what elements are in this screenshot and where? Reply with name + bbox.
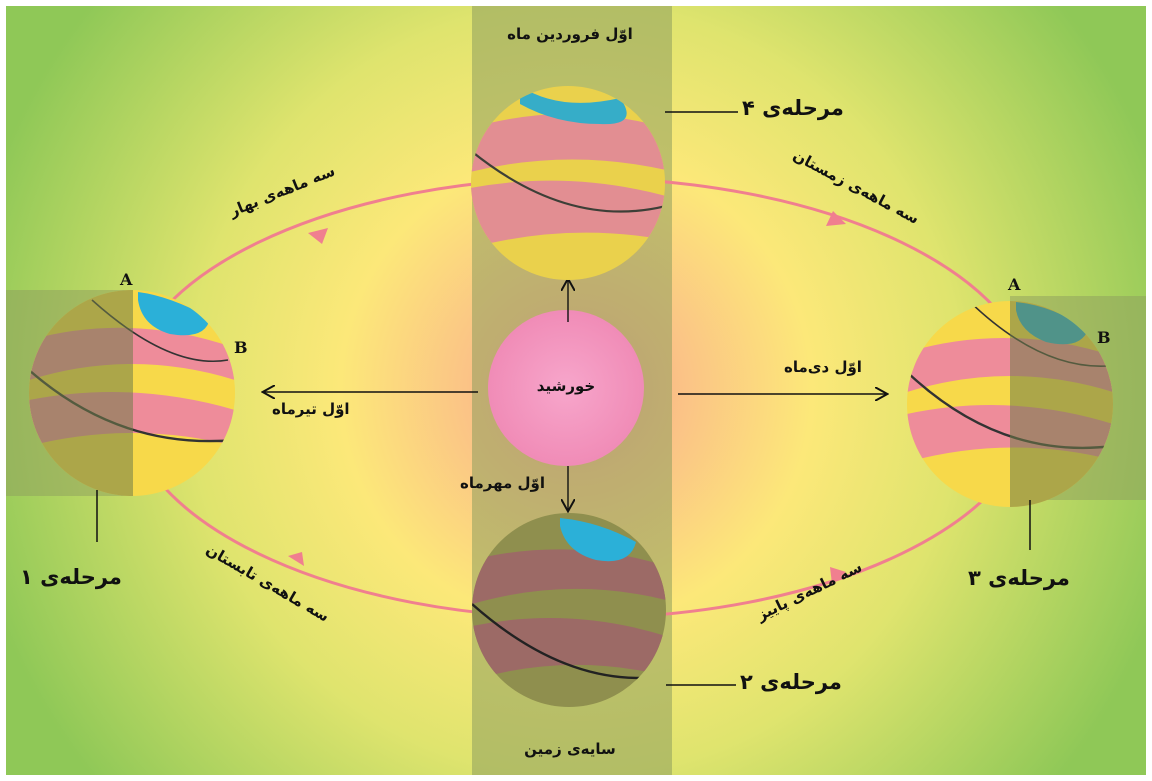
label-farvardin: اوّل فروردین ماه — [470, 25, 670, 43]
label-mehr: اوّل مهرماه — [460, 474, 545, 492]
label-earth-shadow: سایه‌ی زمین — [470, 740, 670, 758]
point-a-right: A — [1008, 275, 1020, 294]
label-sun: خورشید — [526, 377, 606, 395]
earth-globe-stage1 — [29, 290, 235, 496]
point-b-left: B — [234, 338, 248, 357]
label-stage3: مرحله‌ی ۳ — [968, 566, 1070, 590]
label-stage4: مرحله‌ی ۴ — [742, 96, 844, 120]
label-stage2: مرحله‌ی ۲ — [740, 670, 842, 694]
point-a-left: A — [120, 270, 132, 289]
label-tir: اوّل تیرماه — [272, 400, 350, 418]
earth-globe-stage2 — [472, 513, 666, 707]
earth-globe-stage3 — [907, 300, 1113, 507]
label-stage1: مرحله‌ی ۱ — [20, 565, 122, 589]
label-dey: اوّل دی‌ماه — [784, 358, 862, 376]
point-b-right: B — [1097, 328, 1111, 347]
